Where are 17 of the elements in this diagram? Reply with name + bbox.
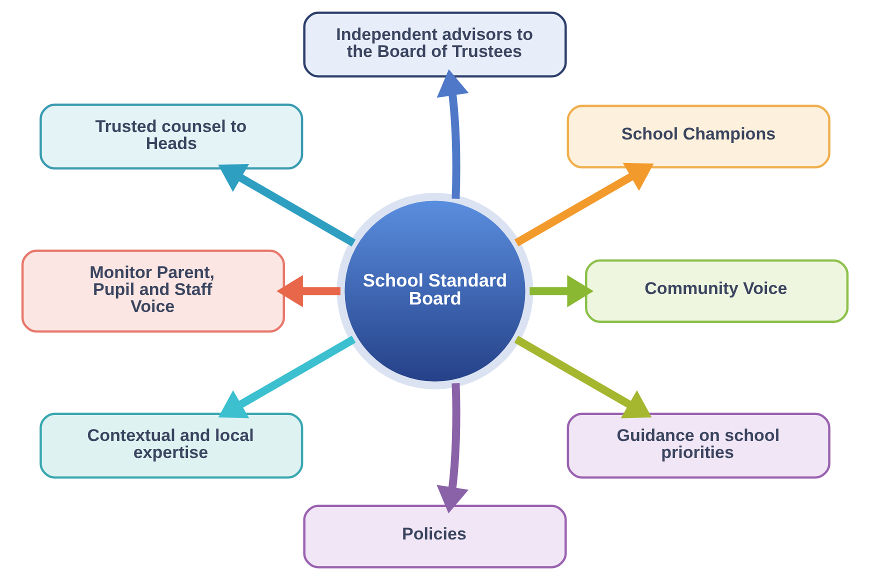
arrow	[218, 164, 356, 246]
node-box: Guidance on school priorities	[566, 412, 830, 479]
node-box: School Champions	[566, 104, 830, 168]
node-box: Contextual and local expertise	[40, 412, 304, 479]
arrow	[276, 275, 340, 308]
node-circle: School Standard Board	[336, 192, 534, 390]
arrow	[514, 162, 654, 246]
node-box: Community Voice	[584, 259, 849, 323]
arrow	[436, 383, 469, 514]
node-box: Policies	[303, 504, 567, 568]
arrow	[218, 336, 356, 418]
arrow	[436, 69, 469, 199]
arrow	[514, 336, 652, 418]
node-box: Monitor Parent, Pupil and Staff Voice	[21, 250, 286, 333]
node-box: Independent advisors to the Board of Trustees	[303, 12, 567, 78]
arrow	[530, 275, 594, 308]
node-box: Trusted counsel to Heads	[40, 104, 304, 170]
